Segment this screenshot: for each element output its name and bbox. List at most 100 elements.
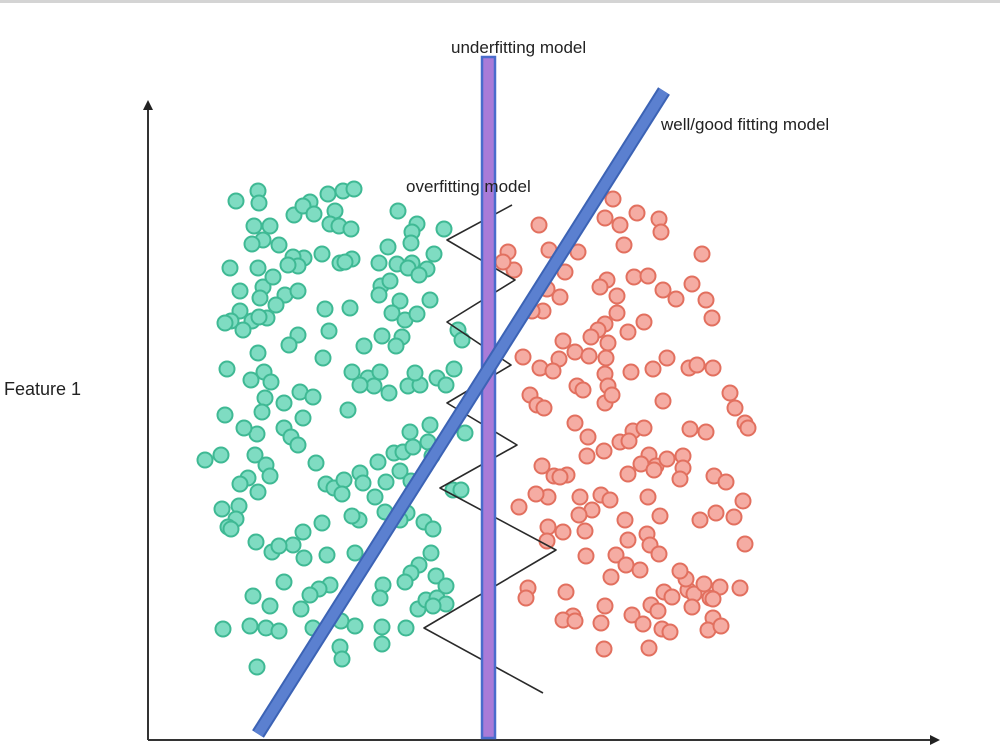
data-point-green [221, 259, 239, 277]
data-point-green [313, 514, 331, 532]
data-point-green [354, 474, 372, 492]
data-point-green [391, 292, 409, 310]
data-point-green [456, 424, 474, 442]
data-point-red [634, 615, 652, 633]
data-point-green [346, 544, 364, 562]
data-point-green [336, 253, 354, 271]
y-axis-label: Feature 1 [4, 379, 82, 399]
data-point-green [243, 235, 261, 253]
data-point-green [249, 483, 267, 501]
data-point-red [628, 204, 646, 222]
data-point-green [267, 296, 285, 314]
data-point-green [313, 245, 331, 263]
data-point-green [404, 438, 422, 456]
data-point-green [355, 337, 373, 355]
underfitting-model-bar [480, 55, 497, 740]
data-point-green [227, 192, 245, 210]
data-point-red [530, 216, 548, 234]
data-point-red [731, 579, 749, 597]
data-point-green [365, 377, 383, 395]
data-point-red [608, 304, 626, 322]
data-point-red [554, 523, 572, 541]
data-point-green [406, 364, 424, 382]
data-point-red [571, 488, 589, 506]
data-point-red [611, 216, 629, 234]
data-point-red [616, 511, 634, 529]
data-point-green [241, 617, 259, 635]
data-point-red [527, 485, 545, 503]
data-point-red [596, 597, 614, 615]
data-point-green [304, 388, 322, 406]
data-point-red [695, 575, 713, 593]
data-point-red [721, 384, 739, 402]
data-point-red [645, 461, 663, 479]
class-green-points [196, 180, 474, 676]
data-point-red [658, 450, 676, 468]
data-point-green [261, 597, 279, 615]
data-point-green [284, 536, 302, 554]
data-point-green [251, 289, 269, 307]
data-point-green [216, 406, 234, 424]
data-point-red [607, 546, 625, 564]
data-point-red [579, 428, 597, 446]
data-point-red [712, 617, 730, 635]
data-point-red [663, 588, 681, 606]
data-point-red [551, 288, 569, 306]
data-point-green [408, 305, 426, 323]
data-point-red [658, 349, 676, 367]
data-point-red [570, 506, 588, 524]
data-point-red [615, 236, 633, 254]
data-point-red [604, 190, 622, 208]
data-point-green [279, 256, 297, 274]
data-point-red [734, 492, 752, 510]
data-point-red [619, 323, 637, 341]
data-point-red [651, 507, 669, 525]
data-point-green [383, 304, 401, 322]
data-point-green [380, 384, 398, 402]
data-point-green [335, 471, 353, 489]
data-point-red [631, 561, 649, 579]
data-point-red [533, 457, 551, 475]
data-point-green [261, 467, 279, 485]
data-point-green [222, 520, 240, 538]
data-point-red [591, 278, 609, 296]
data-point-red [681, 420, 699, 438]
data-point-red [671, 470, 689, 488]
data-point-red [510, 498, 528, 516]
data-point-green [339, 401, 357, 419]
data-point-green [343, 363, 361, 381]
data-point-green [410, 266, 428, 284]
data-point-green [307, 454, 325, 472]
data-point-red [608, 287, 626, 305]
data-point-red [736, 535, 754, 553]
data-point-red [635, 313, 653, 331]
data-point-red [597, 349, 615, 367]
data-point-green [342, 220, 360, 238]
data-point-green [373, 618, 391, 636]
data-point-red [544, 362, 562, 380]
data-point-green [370, 254, 388, 272]
data-point-green [316, 300, 334, 318]
data-point-red [661, 623, 679, 641]
data-point-red [622, 363, 640, 381]
data-point-red [617, 556, 635, 574]
data-point-green [445, 360, 463, 378]
data-point-red [693, 245, 711, 263]
data-point-red [557, 583, 575, 601]
data-point-green [366, 488, 384, 506]
data-point-green [427, 567, 445, 585]
data-point-green [373, 327, 391, 345]
class-red-points [494, 190, 757, 658]
data-point-green [250, 194, 268, 212]
data-point-green [397, 619, 415, 637]
data-point-green [294, 409, 312, 427]
data-point-green [280, 336, 298, 354]
data-point-red [601, 491, 619, 509]
data-point-red [671, 562, 689, 580]
overfitting-label: overfitting model [406, 177, 531, 196]
data-point-green [246, 446, 264, 464]
data-point-green [234, 321, 252, 339]
data-point-green [343, 507, 361, 525]
data-point-red [596, 209, 614, 227]
